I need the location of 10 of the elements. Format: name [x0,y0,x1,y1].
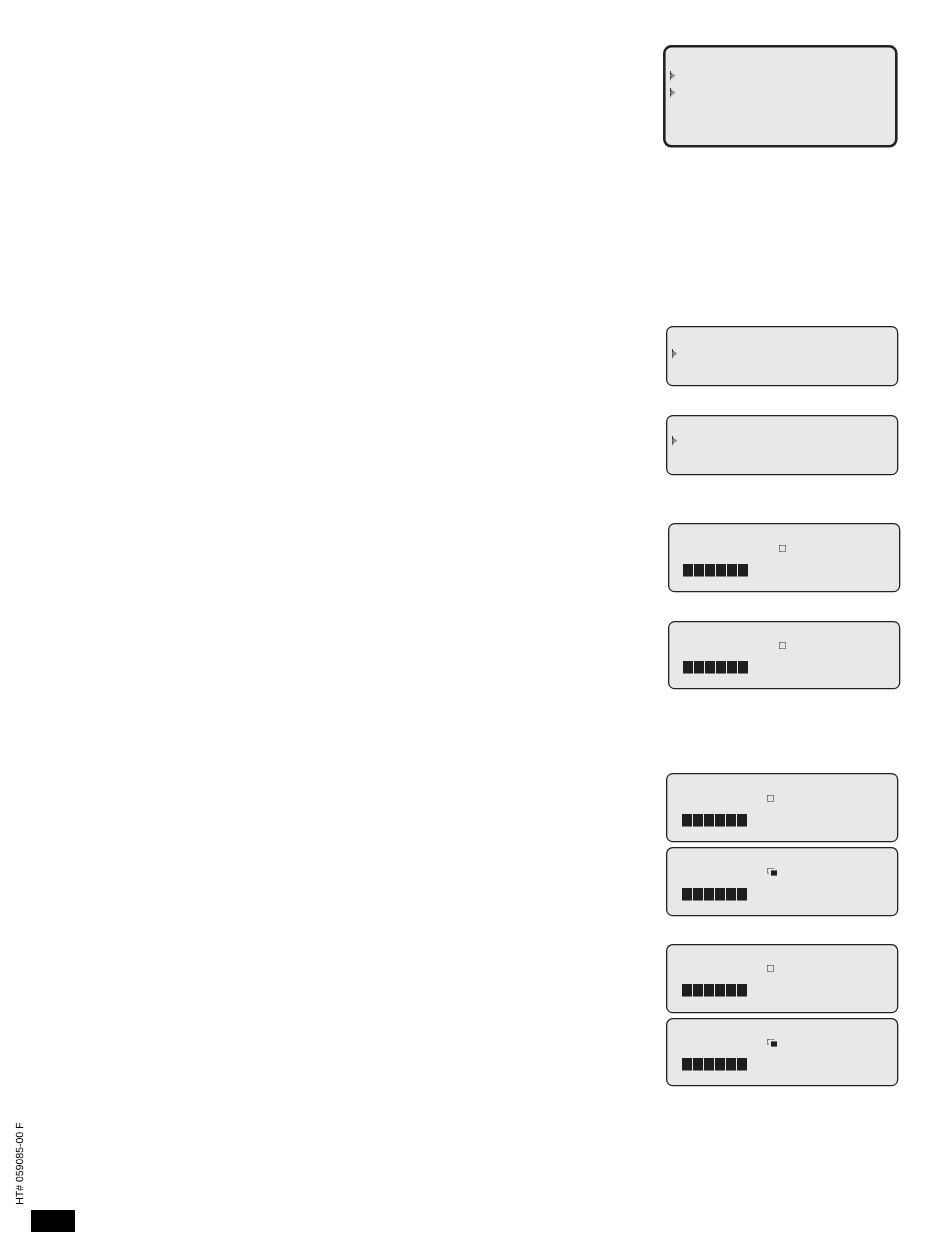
lcd-display [666,326,899,387]
lcd-display [666,944,899,1014]
lcd-display [666,847,899,917]
lcd-display [666,1018,899,1087]
lcd-display [666,773,899,843]
lcd-display [666,415,899,476]
lcd-display [668,621,901,690]
lcd-display [663,45,898,148]
document-code: HT# 059085-00 F [15,1122,24,1204]
lcd-display [668,523,901,593]
